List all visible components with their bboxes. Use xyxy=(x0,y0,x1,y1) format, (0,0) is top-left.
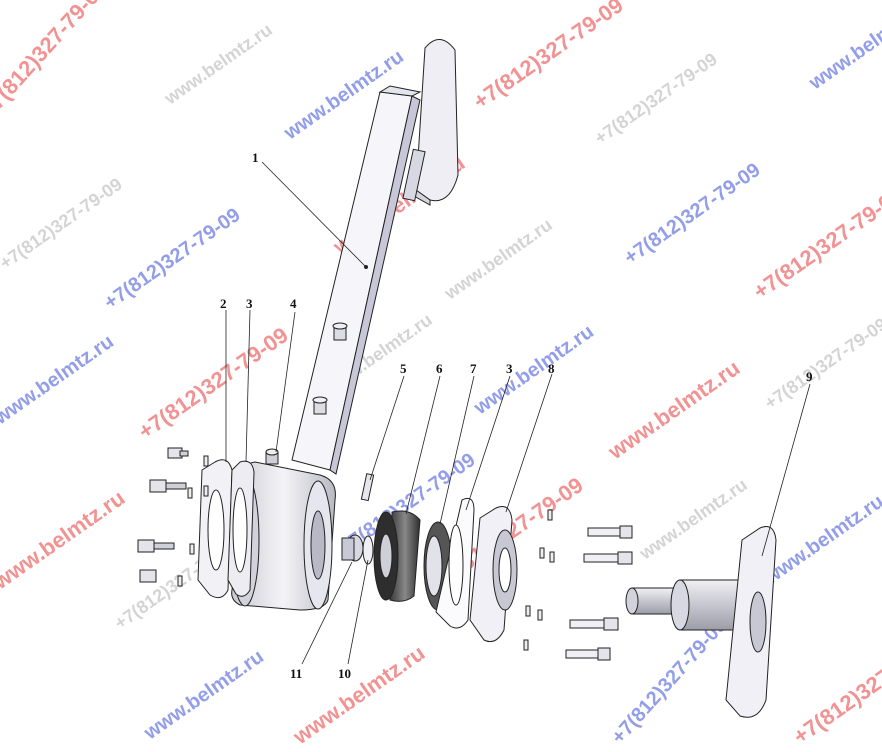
washer-part xyxy=(362,535,374,565)
shaft-flange-part xyxy=(625,526,777,718)
callout-11: 11 xyxy=(290,666,302,681)
watermark-site: www.belmtz.ru xyxy=(440,214,556,303)
cover-plate-part xyxy=(197,459,233,599)
watermark-site: www.belmtz.ru xyxy=(603,355,745,465)
left-bolt-set xyxy=(137,447,209,587)
callout-8: 8 xyxy=(548,361,555,376)
right-bolt-set xyxy=(565,525,633,661)
key-part xyxy=(360,473,375,502)
watermark-phone: +7(812)327-79-09 xyxy=(0,0,112,123)
watermark-site: www.belmtz.ru xyxy=(139,646,267,745)
watermark-site: www.belmtz.ru xyxy=(635,474,751,563)
watermark-site: www.belmtz.ru xyxy=(469,321,597,420)
watermark-phone: +7(812)327-79-09 xyxy=(761,314,882,413)
watermark-phone: +7(812)327-79-09 xyxy=(134,322,293,444)
watermark-phone: +7(812)327-79-09 xyxy=(749,182,882,304)
flange-part xyxy=(469,506,518,643)
watermark-site: www.belmtz.ru xyxy=(0,331,118,430)
watermark-phone: +7(812)327-79-09 xyxy=(469,0,628,114)
watermark-phone: +7(812)327-79-09 xyxy=(591,49,721,148)
nut-part xyxy=(341,534,364,562)
watermark-site: www.belmtz.ru xyxy=(160,19,276,108)
callout-5: 5 xyxy=(400,361,407,376)
watermark-site: www.belmtz.ru xyxy=(0,485,129,595)
middle-pin-set xyxy=(523,509,555,651)
bearing-part xyxy=(373,510,421,602)
callout-10: 10 xyxy=(338,666,351,681)
watermark-phone: +7(812)327-79-09 xyxy=(620,159,764,269)
callout-4: 4 xyxy=(290,296,297,311)
gasket-part xyxy=(227,460,255,597)
watermark-phone: +7(812)327-79-09 xyxy=(0,174,126,273)
callout-7: 7 xyxy=(470,361,477,376)
callout-3: 3 xyxy=(246,296,253,311)
watermark-site: www.belmtz.ru xyxy=(804,0,882,95)
watermark-site: www.belmtz.ru xyxy=(288,640,430,750)
callout-2: 2 xyxy=(220,296,227,311)
callout-labels: 1 2 3 4 5 6 7 3 8 9 10 11 xyxy=(220,150,813,681)
callout-9: 9 xyxy=(806,369,813,384)
callout-6: 6 xyxy=(436,361,443,376)
watermark-phone: +7(812)327-79-09 xyxy=(789,627,882,749)
callout-3b: 3 xyxy=(506,361,513,376)
callout-1: 1 xyxy=(252,150,259,165)
watermark-site: www.belmtz.ru xyxy=(759,491,882,590)
lever-arm-part xyxy=(291,39,459,475)
gasket-part-right xyxy=(435,497,475,629)
leader-lines xyxy=(225,161,811,665)
watermark-phone: +7(812)327-79-09 xyxy=(607,614,731,748)
